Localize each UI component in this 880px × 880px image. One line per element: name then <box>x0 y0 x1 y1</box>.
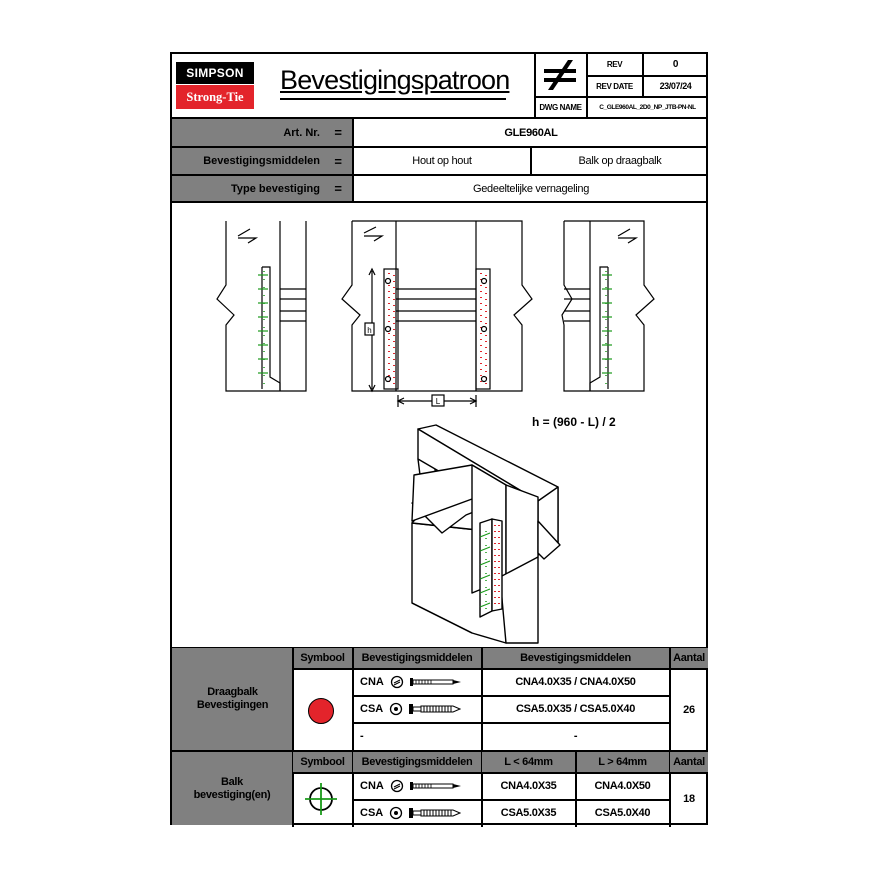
table2-row-csa: CSA <box>354 800 480 825</box>
table1-spec-cna: CNA4.0X35 / CNA4.0X50 <box>515 675 636 688</box>
dim-h-label: h <box>367 326 371 335</box>
table2-row-cna: CNA <box>354 773 480 798</box>
formula: h = (960 - L) / 2 <box>532 415 616 429</box>
screw-head-icon <box>390 806 403 819</box>
table1-count: 26 <box>683 703 695 716</box>
crosshair-symbol <box>305 783 337 815</box>
logo-simpson: SIMPSON <box>176 62 254 84</box>
ring-nail-icon <box>409 677 461 686</box>
ring-nail-icon <box>409 781 461 790</box>
table2-col-short: L < 64mm <box>482 752 575 772</box>
dwg-name-label: DWG NAME <box>539 102 582 112</box>
table2-col-fastener: Bevestigingsmiddelen <box>353 752 481 772</box>
dwg-name-value: C_GLE960AL_2D0_NP_JTB-PN-NL <box>599 103 696 111</box>
screw-icon <box>409 807 462 818</box>
technical-drawing: h L h = (960 - L) / 2 <box>216 220 655 644</box>
rev-value: 0 <box>672 59 679 70</box>
table1-col-fastener-2: Bevestigingsmiddelen <box>482 648 669 668</box>
table1-col-symbol: Symbool <box>293 648 352 668</box>
left-side-view <box>216 221 307 392</box>
table2-long-cna: CNA4.0X50 <box>594 779 651 792</box>
table2-long-csa: CSA5.0X40 <box>594 806 651 819</box>
fastener-label: Bevestigingsmiddelen= <box>172 148 352 174</box>
table1-spec-csa: CSA5.0X35 / CSA5.0X40 <box>515 702 636 715</box>
rev-date-label: REV DATE <box>596 81 633 91</box>
screw-head-icon <box>390 702 403 715</box>
ring-nail-head-icon <box>390 675 403 688</box>
logo-strong-tie: Strong-Tie <box>176 85 254 109</box>
rev-label: REV <box>606 60 623 69</box>
not-equal-icon <box>538 56 582 94</box>
table2-col-symbol: Symbool <box>293 752 352 772</box>
right-side-view <box>561 220 655 392</box>
table2-col-count: Aantal <box>670 752 708 772</box>
art-nr-value: GLE960AL <box>504 126 558 139</box>
drawing-sheet: SIMPSON Strong-Tie Bevestigingspatroon R… <box>170 52 708 827</box>
table2-short-cna: CNA4.0X35 <box>500 779 557 792</box>
table2-col-long: L > 64mm <box>576 752 669 772</box>
table2-count: 18 <box>683 793 695 805</box>
art-nr-label: Art. Nr.= <box>172 119 352 146</box>
table1-col-count: Aantal <box>670 648 708 668</box>
dim-l-label: L <box>436 397 441 406</box>
table1-spec-empty: - <box>573 729 578 742</box>
front-view <box>341 220 533 407</box>
type-label: Type bevestiging= <box>172 176 352 201</box>
fastener-value-beam: Balk op draagbalk <box>578 155 662 167</box>
red-dot-symbol <box>308 698 334 724</box>
table1-row-csa: CSA <box>354 696 480 721</box>
fastener-value-wood: Hout op hout <box>412 155 472 167</box>
table1-row-cna: CNA <box>354 669 480 694</box>
table1-col-fastener: Bevestigingsmiddelen <box>353 648 481 668</box>
page-title: Bevestigingspatroon <box>280 65 510 95</box>
type-value: Gedeeltelijke vernageling <box>472 182 590 195</box>
table1-row-empty: - <box>360 729 364 742</box>
isometric-view <box>411 424 561 644</box>
rev-date-value: 23/07/24 <box>659 81 692 91</box>
ring-nail-head-icon <box>390 779 403 792</box>
table2-short-csa: CSA5.0X35 <box>500 806 557 819</box>
screw-icon <box>409 703 462 714</box>
